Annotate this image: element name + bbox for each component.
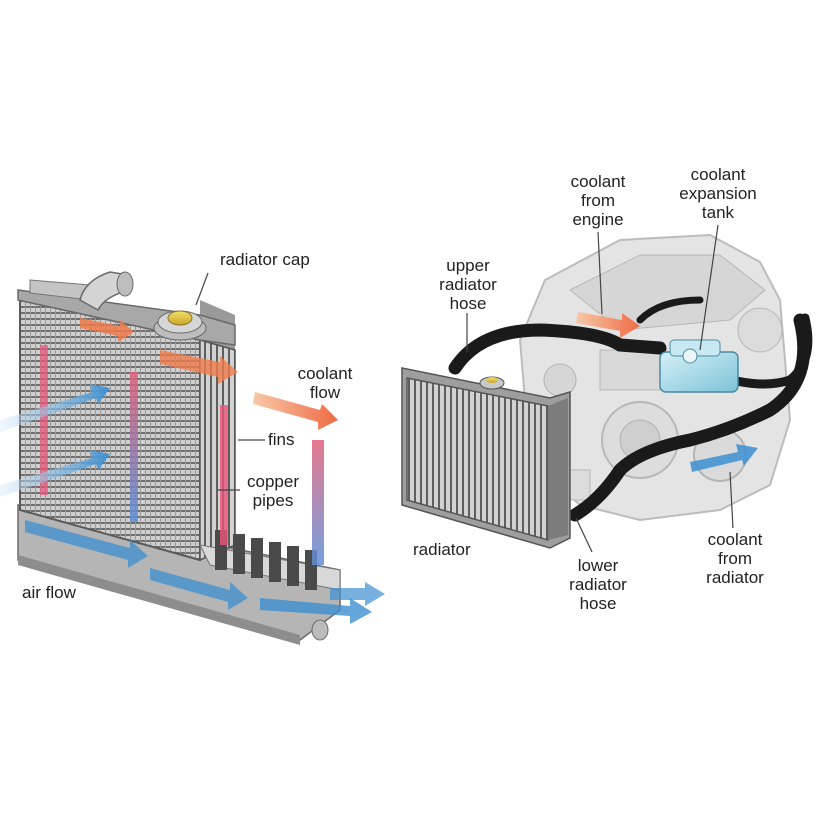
label-coolant-from-radiator: coolant from radiator bbox=[690, 530, 780, 587]
label-radiator: radiator bbox=[413, 540, 471, 559]
coolant-from-radiator-arrow bbox=[690, 444, 758, 472]
label-coolant-flow: coolant flow bbox=[280, 364, 370, 402]
label-line: from bbox=[581, 191, 615, 210]
label-fins: fins bbox=[268, 430, 295, 449]
label-line: copper bbox=[247, 472, 299, 491]
radiator-cap bbox=[153, 310, 207, 341]
hot-arrow bbox=[80, 318, 134, 342]
hot-arrow bbox=[160, 350, 238, 384]
label-line: upper bbox=[446, 256, 490, 275]
upper-radiator-hose bbox=[448, 323, 667, 375]
expansion-tank bbox=[659, 339, 739, 393]
label-line: flow bbox=[309, 383, 341, 402]
label-line: hose bbox=[579, 594, 617, 613]
label-coolant-from-engine: coolant from engine bbox=[556, 172, 640, 229]
cold-arrow bbox=[260, 598, 372, 624]
lower-radiator-hose bbox=[568, 313, 811, 522]
label-line: lower bbox=[577, 556, 619, 575]
label-line: radiator bbox=[706, 568, 764, 587]
label-line: from bbox=[718, 549, 752, 568]
engine-block bbox=[518, 233, 792, 522]
label-air-flow: air flow bbox=[22, 583, 76, 602]
label-line: radiator bbox=[439, 275, 497, 294]
radiator-cutaway bbox=[0, 271, 385, 645]
label-lower-radiator-hose: lower radiator hose bbox=[558, 556, 638, 613]
front-radiator bbox=[401, 367, 571, 549]
label-line: coolant bbox=[690, 165, 746, 184]
label-line: radiator bbox=[569, 575, 627, 594]
label-line: tank bbox=[701, 203, 735, 222]
engine-system bbox=[401, 224, 813, 553]
label-line: coolant bbox=[570, 172, 626, 191]
label-copper-pipes: copper pipes bbox=[232, 472, 314, 510]
label-upper-radiator-hose: upper radiator hose bbox=[428, 256, 508, 313]
label-line: coolant bbox=[707, 530, 763, 549]
label-line: engine bbox=[572, 210, 624, 229]
label-line: coolant bbox=[297, 364, 353, 383]
label-line: pipes bbox=[252, 491, 294, 510]
cold-arrow bbox=[25, 520, 148, 568]
coolant-flow-arrow bbox=[253, 392, 338, 430]
cold-arrow bbox=[150, 568, 248, 610]
air-flow-arrow bbox=[0, 450, 110, 497]
coolant-from-engine-arrow bbox=[576, 312, 640, 338]
label-coolant-expansion-tank: coolant expansion tank bbox=[662, 165, 774, 222]
label-line: hose bbox=[449, 294, 487, 313]
label-radiator-cap: radiator cap bbox=[220, 250, 310, 269]
label-line: expansion bbox=[679, 184, 757, 203]
air-flow-arrow bbox=[0, 384, 110, 432]
